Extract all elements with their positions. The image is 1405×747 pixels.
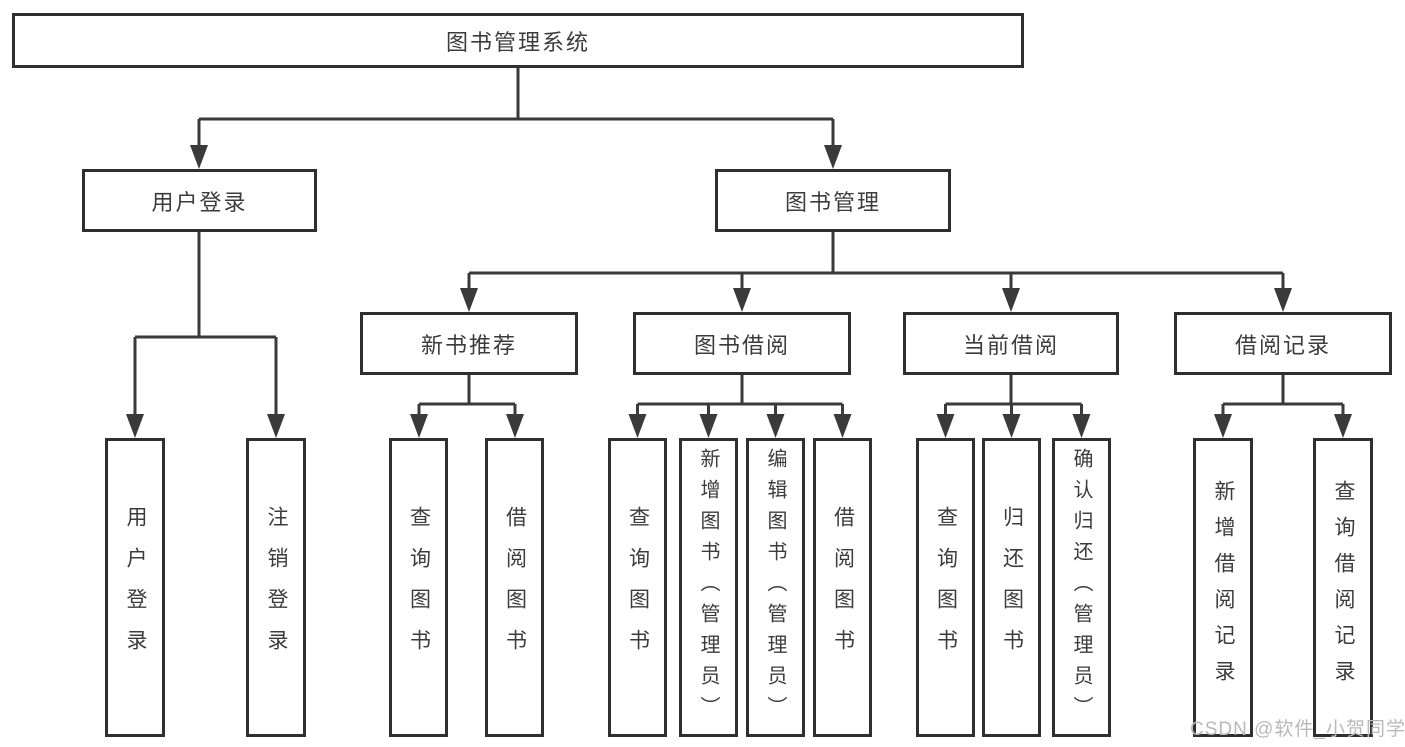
leaf-borrow-books-recommend: 借阅图书 <box>485 438 544 737</box>
watermark: CSDN @软件_小贺同学 <box>1190 719 1405 740</box>
leaf-borrow-books: 借阅图书 <box>813 438 872 737</box>
leaf-logout: 注销登录 <box>246 438 306 737</box>
leaf-return-books: 归还图书 <box>982 438 1041 737</box>
leaf-query-books-borrow: 查询图书 <box>608 438 667 737</box>
leaf-query-books-current: 查询图书 <box>916 438 975 737</box>
node-new-book-recommend: 新书推荐 <box>360 312 578 375</box>
node-root-system: 图书管理系统 <box>12 13 1024 68</box>
leaf-add-borrow-record: 新增借阅记录 <box>1193 438 1253 737</box>
leaf-edit-book-admin: 编辑图书（管理员） <box>746 438 805 737</box>
node-borrow-records: 借阅记录 <box>1174 312 1392 375</box>
leaf-user-login: 用户登录 <box>105 438 165 737</box>
leaf-add-book-admin: 新增图书（管理员） <box>679 438 738 737</box>
node-user-login: 用户登录 <box>82 169 317 232</box>
node-current-borrow: 当前借阅 <box>903 312 1119 375</box>
node-book-borrow: 图书借阅 <box>633 312 851 375</box>
leaf-query-borrow-record: 查询借阅记录 <box>1313 438 1373 737</box>
leaf-confirm-return-admin: 确认归还（管理员） <box>1052 438 1111 737</box>
leaf-query-books-recommend: 查询图书 <box>389 438 448 737</box>
node-book-management: 图书管理 <box>715 169 951 232</box>
